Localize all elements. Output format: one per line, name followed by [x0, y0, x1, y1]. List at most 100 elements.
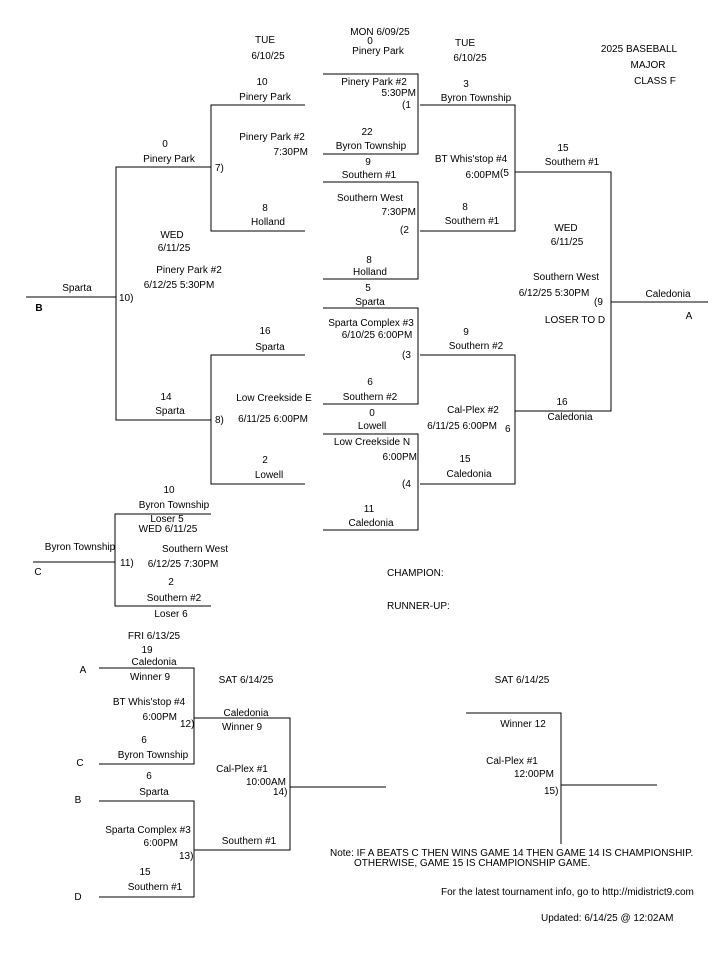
bracket-line [114, 513, 211, 607]
team-score: 8 [262, 203, 268, 214]
winner-note: Winner 12 [500, 719, 546, 730]
team-name: Sparta [355, 297, 385, 308]
team-name: Holland [251, 217, 285, 228]
game-number: (2 [400, 225, 409, 236]
team-name: Byron Township [138, 500, 210, 511]
bracket-line [210, 104, 305, 232]
game-winner: Byron Township [44, 542, 116, 553]
team-name: Byron Township [335, 141, 407, 152]
game-number: 10) [119, 293, 134, 304]
footer-note: OTHERWISE, GAME 15 IS CHAMPIONSHIP GAME. [354, 858, 591, 869]
team-name: Caledonia [547, 412, 593, 423]
game-time: 7:30PM [381, 207, 416, 218]
date-label: FRI 6/13/25 [127, 631, 181, 642]
team-score: 2 [262, 455, 268, 466]
team-name: Southern #1 [444, 216, 500, 227]
date-day: TUE [255, 35, 275, 46]
loser-note: Loser 5 [150, 514, 184, 525]
team-name: Sparta [255, 342, 285, 353]
team-name: Southern #2 [342, 392, 398, 403]
team-score: 0 [367, 36, 373, 47]
bracket-class: CLASS F [634, 76, 676, 87]
game-number: (5 [500, 168, 509, 179]
team-score: 9 [463, 327, 469, 338]
team-score: 10 [256, 77, 268, 88]
team-score: 8 [366, 255, 372, 266]
team-score: 15 [139, 867, 151, 878]
bracket-line [420, 104, 516, 232]
date-day: TUE [455, 38, 475, 49]
team-name: Southern #1 [127, 882, 183, 893]
game-venue: Pinery Park #2 [239, 132, 305, 143]
bracket-division: MAJOR [630, 60, 666, 71]
game-time: 6:00PM [382, 452, 417, 463]
loser-note: LOSER TO D [544, 315, 606, 326]
bracket-line [99, 800, 195, 898]
game-venue: Cal-Plex #1 [486, 756, 538, 767]
team-score: 8 [462, 202, 468, 213]
team-score: 15 [459, 454, 471, 465]
game-venue: Cal-Plex #1 [216, 764, 268, 775]
team-name: Caledonia [446, 469, 492, 480]
game-winner: Sparta [62, 283, 92, 294]
team-name: Byron Township [117, 750, 189, 761]
game-number: 15) [544, 786, 559, 797]
team-name: Southern #1 [221, 836, 277, 847]
bracket-letter: A [685, 311, 693, 322]
team-score: 15 [557, 143, 569, 154]
loser-note: Loser 6 [154, 609, 188, 620]
team-score: 0 [162, 139, 168, 150]
game-number: 6 [505, 424, 511, 435]
game-number: 11) [120, 558, 134, 569]
game-winner: Caledonia [645, 289, 691, 300]
team-name: Lowell [254, 470, 284, 481]
champion-label: CHAMPION: [387, 568, 444, 579]
date-label: 6/10/25 [453, 53, 487, 64]
bracket-letter: D [74, 892, 82, 903]
date-label: 6/11/25 [550, 237, 584, 248]
game-venue: Sparta Complex #3 [328, 318, 414, 329]
game-number: 13) [179, 851, 194, 862]
bracket-letter: C [76, 758, 84, 769]
game-number: 7) [215, 163, 224, 174]
bracket-letter: B [74, 795, 82, 806]
team-score: 6 [146, 771, 152, 782]
team-name: Caledonia [223, 708, 269, 719]
bracket-line [194, 717, 291, 851]
game-date: WED 6/11/25 [138, 524, 198, 535]
game-venue: Southern West [533, 272, 599, 283]
game-time: 7:30PM [273, 147, 308, 158]
game-number: (3 [402, 350, 411, 361]
team-score: 5 [365, 283, 371, 294]
team-name: Sparta [139, 787, 169, 798]
game-time: 12:00PM [513, 769, 554, 780]
footer-info-link[interactable]: For the latest tournament info, go to ht… [441, 887, 694, 898]
team-name: Southern #1 [544, 157, 600, 168]
team-name: Caledonia [348, 518, 394, 529]
team-score: 14 [160, 392, 172, 403]
game-time: 5:30PM [381, 88, 416, 99]
team-name: Pinery Park [239, 92, 291, 103]
team-score: 3 [463, 79, 469, 90]
bracket-line [466, 712, 562, 844]
bracket-line [323, 73, 419, 155]
team-score: 22 [361, 127, 373, 138]
team-name: Pinery Park [143, 154, 195, 165]
game-number: (1 [402, 100, 411, 111]
bracket-line [323, 181, 419, 280]
game-venue: Pinery Park #2 [156, 265, 222, 276]
date-label: 6/11/25 [157, 243, 191, 254]
bracket-letter: C [34, 567, 42, 578]
game-time: 6/10/25 6:00PM [341, 330, 413, 341]
date-label: MON 6/09/25 [350, 27, 410, 38]
game-number: (9 [594, 297, 603, 308]
bracket-letter: B [35, 303, 43, 314]
game-venue: Sparta Complex #3 [105, 825, 191, 836]
game-time: 6/12/25 5:30PM [518, 288, 590, 299]
footer-note: Note: IF A BEATS C THEN WINS GAME 14 THE… [330, 848, 694, 859]
bracket-title: 2025 BASEBALL [600, 44, 678, 55]
game-time: 6/12/25 7:30PM [147, 559, 219, 570]
game-time: 10:00AM [245, 777, 286, 788]
game-time: 6/12/25 5:30PM [143, 280, 215, 291]
